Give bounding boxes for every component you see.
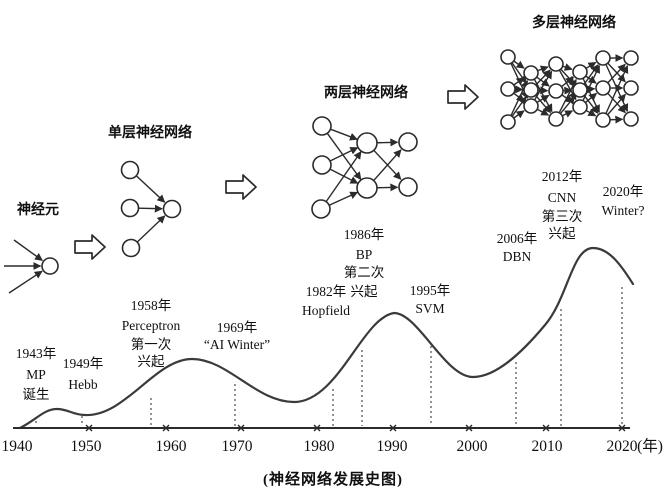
event-line: Hebb [68, 377, 97, 392]
event-line: MP [26, 367, 46, 382]
event-line: SVM [415, 301, 444, 316]
event-line: 1986年 [344, 227, 385, 242]
event-line: 1982年 [306, 284, 347, 299]
axis-unit-label: (年) [637, 437, 663, 455]
event-line: 第一次 [131, 336, 172, 352]
axis-tick-label: 1960 [156, 438, 187, 455]
event-1943-label: 1943年 MP 诞生 [16, 346, 57, 402]
event-line: 1958年 [131, 298, 172, 313]
event-1982-label: 1982年 Hopfield [302, 284, 350, 318]
event-1995-label: 1995年 SVM [410, 283, 451, 316]
neuron-diagram [4, 239, 59, 294]
event-line: Winter? [602, 203, 645, 218]
stage-label-single-layer: 单层神经网络 [108, 124, 192, 141]
axis-tick-label: 1990 [377, 438, 408, 455]
trend-curve [18, 246, 635, 430]
evolution-arrow-icon [447, 84, 479, 110]
axis-tick-label: 1970 [222, 438, 253, 455]
axis-tick-label: 1940 [2, 438, 33, 455]
diagram-caption: (神经网络发展史图) [263, 470, 403, 488]
event-line: 第二次 [344, 264, 385, 280]
axis-tick-label: 1980 [304, 438, 335, 455]
event-2012-label: 2012年 CNN 第三次 兴起 [542, 169, 583, 241]
evolution-arrow-icon [74, 234, 106, 260]
event-line: DBN [503, 249, 532, 264]
timeline-axis: 1940 1950 1960 1970 1980 1990 2000 2010 … [2, 424, 663, 455]
event-line: 1995年 [410, 283, 451, 298]
single-layer-network-diagram [120, 160, 182, 258]
event-line: BP [356, 247, 373, 262]
event-2006-label: 2006年 DBN [497, 231, 538, 264]
stage-label-neuron: 神经元 [17, 201, 59, 218]
multi-layer-network-diagram [500, 49, 639, 130]
event-2020-label: 2020年 Winter? [602, 184, 645, 218]
event-line: 2006年 [497, 231, 538, 246]
event-1949-label: 1949年 Hebb [63, 356, 104, 392]
event-line: 诞生 [23, 387, 50, 402]
axis-tick-label: 1950 [71, 438, 102, 455]
axis-tick-label: 2020 [607, 438, 638, 455]
event-line: 1969年 [217, 320, 258, 335]
axis-tick-label: 2000 [457, 438, 488, 455]
event-1958-label: 1958年 Perceptron 第一次 兴起 [122, 298, 181, 369]
event-line: CNN [548, 190, 577, 205]
event-line: 兴起 [549, 226, 577, 241]
event-line: 1943年 [16, 346, 57, 361]
event-1969-label: 1969年 “AI Winter” [204, 320, 270, 352]
axis-tick-label: 2010 [532, 438, 563, 455]
evolution-arrow-icon [225, 174, 257, 200]
event-line: 兴起 [351, 284, 378, 299]
two-layer-network-diagram [311, 116, 418, 219]
event-droplines [35, 287, 623, 426]
event-line: 1949年 [63, 356, 104, 371]
axis-tick-marks [85, 424, 626, 432]
event-line: 第三次 [542, 208, 583, 224]
stage-label-two-layer: 两层神经网络 [324, 84, 408, 101]
event-line: “AI Winter” [204, 337, 270, 352]
event-1986-label: 1986年 BP 第二次 兴起 [344, 227, 385, 299]
event-line: 兴起 [138, 354, 165, 369]
event-line: Perceptron [122, 318, 181, 333]
stage-label-multi-layer: 多层神经网络 [532, 14, 616, 31]
event-line: Hopfield [302, 303, 350, 318]
event-line: 2020年 [603, 184, 644, 199]
event-line: 2012年 [542, 169, 583, 184]
